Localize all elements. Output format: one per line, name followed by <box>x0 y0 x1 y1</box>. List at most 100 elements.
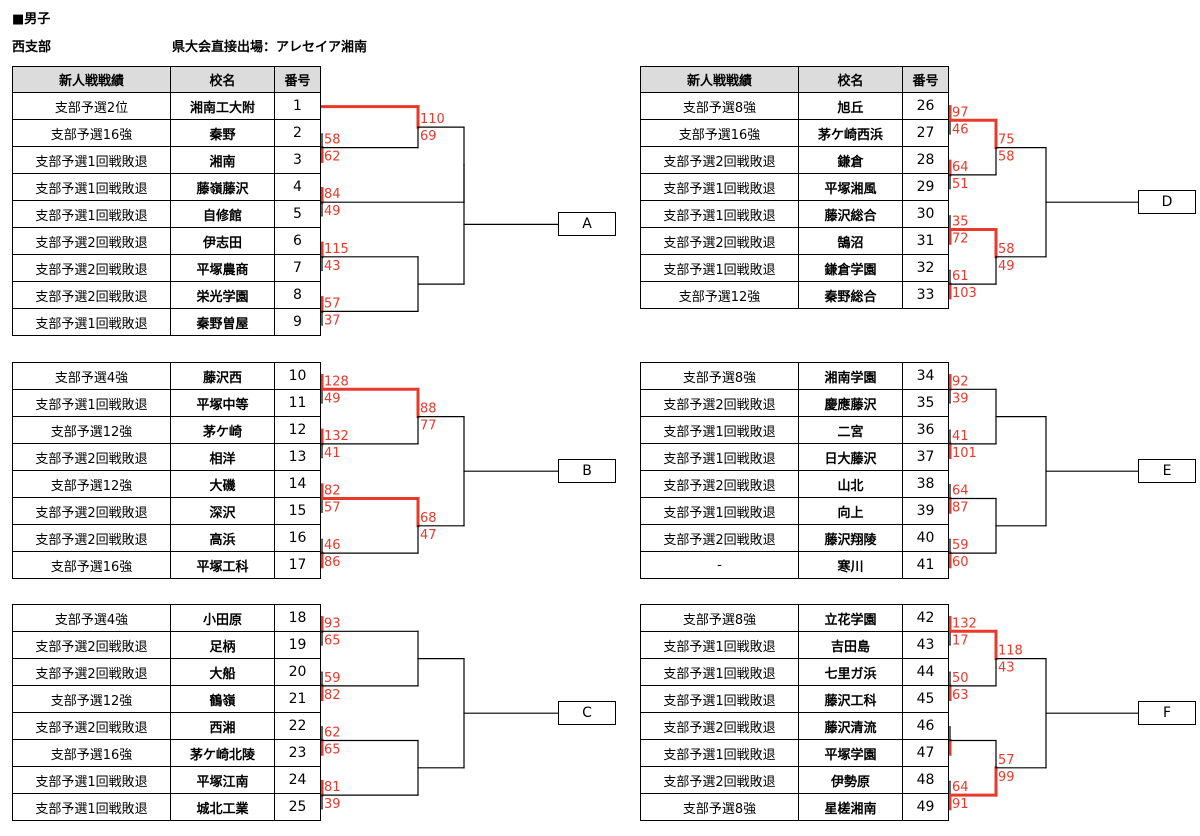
score-top: 64 <box>952 780 969 795</box>
score-bottom: 99 <box>998 770 1015 785</box>
school-cell: 平塚工科 <box>170 551 275 579</box>
number-cell: 34 <box>902 362 949 390</box>
score-bottom: 63 <box>952 688 969 703</box>
record-cell: 支部予選2位 <box>12 92 171 120</box>
school-cell: 相洋 <box>170 443 275 471</box>
score-top: 62 <box>324 726 341 741</box>
school-cell: 城北工業 <box>170 793 275 821</box>
record-cell: 支部予選1回戦敗退 <box>12 146 171 174</box>
score-top: 46 <box>324 538 341 553</box>
number-cell: 7 <box>274 254 321 282</box>
number-cell: 10 <box>274 362 321 390</box>
school-cell: 藤沢工科 <box>798 685 903 713</box>
table-header-row: 新人戦戦績校名番号 <box>640 66 949 93</box>
school-cell: 伊志田 <box>170 227 275 255</box>
number-cell: 40 <box>902 524 949 552</box>
score-bottom: 91 <box>952 797 969 812</box>
score-bottom: 43 <box>998 661 1015 676</box>
score-bottom: 41 <box>324 446 341 461</box>
school-cell: 秦野総合 <box>798 281 903 309</box>
school-cell: 藤沢総合 <box>798 200 903 228</box>
score-top: 57 <box>324 296 341 311</box>
school-cell: 山北 <box>798 470 903 498</box>
score-bottom: 58 <box>998 150 1015 165</box>
number-cell: 19 <box>274 631 321 659</box>
direct-qualifier: 県大会直接出場：アレセイア湘南 <box>172 40 368 55</box>
record-cell: 支部予選12強 <box>640 281 799 309</box>
number-cell: 47 <box>902 739 949 767</box>
record-cell: 支部予選1回戦敗退 <box>640 173 799 201</box>
school-cell: 旭丘 <box>798 92 903 120</box>
number-cell: 41 <box>902 551 949 579</box>
record-cell: 支部予選12強 <box>12 470 171 498</box>
record-cell: 支部予選2回戦敗退 <box>640 524 799 552</box>
score-bottom: 77 <box>420 419 437 434</box>
record-cell: 支部予選2回戦敗退 <box>12 281 171 309</box>
school-cell: 立花学園 <box>798 604 903 632</box>
record-cell: 支部予選1回戦敗退 <box>640 416 799 444</box>
number-cell: 31 <box>902 227 949 255</box>
score-top: 92 <box>952 374 969 389</box>
record-cell: 支部予選4強 <box>12 604 171 632</box>
number-cell: 44 <box>902 658 949 686</box>
number-cell: 38 <box>902 470 949 498</box>
number-cell: 16 <box>274 524 321 552</box>
column-record: 新人戦戦績 <box>640 66 799 93</box>
score-top: 115 <box>324 242 349 257</box>
page-title: ■男子 <box>12 12 51 27</box>
bracket-slot-f: F <box>1138 701 1196 726</box>
score-bottom: 62 <box>324 150 341 165</box>
number-cell: 36 <box>902 416 949 444</box>
branch-name: 西支部 <box>12 40 52 55</box>
school-cell: 鵠沼 <box>798 227 903 255</box>
score-top: 110 <box>420 112 445 127</box>
score-bottom: 47 <box>420 528 437 543</box>
record-cell: 支部予選2回戦敗退 <box>640 146 799 174</box>
score-top: 81 <box>324 780 341 795</box>
school-cell: 藤沢清流 <box>798 712 903 740</box>
record-cell: 支部予選1回戦敗退 <box>12 173 171 201</box>
score-bottom: 86 <box>324 555 341 570</box>
score-top: 132 <box>324 429 349 444</box>
school-cell: 湘南 <box>170 146 275 174</box>
school-cell: 藤嶺藤沢 <box>170 173 275 201</box>
number-cell: 49 <box>902 793 949 821</box>
score-bottom: 17 <box>952 633 969 648</box>
record-cell: 支部予選1回戦敗退 <box>12 793 171 821</box>
score-top: 84 <box>324 187 341 202</box>
school-cell: 七里ガ浜 <box>798 658 903 686</box>
record-cell: 支部予選1回戦敗退 <box>640 631 799 659</box>
score-top: 128 <box>324 374 349 389</box>
school-cell: 茅ケ崎 <box>170 416 275 444</box>
score-top: 50 <box>952 671 969 686</box>
column-number: 番号 <box>902 66 949 93</box>
score-top: 132 <box>952 616 977 631</box>
school-cell: 平塚湘風 <box>798 173 903 201</box>
bracket-slot-c: C <box>558 701 616 726</box>
number-cell: 29 <box>902 173 949 201</box>
score-top: 58 <box>324 133 341 148</box>
score-bottom: 72 <box>952 232 969 247</box>
